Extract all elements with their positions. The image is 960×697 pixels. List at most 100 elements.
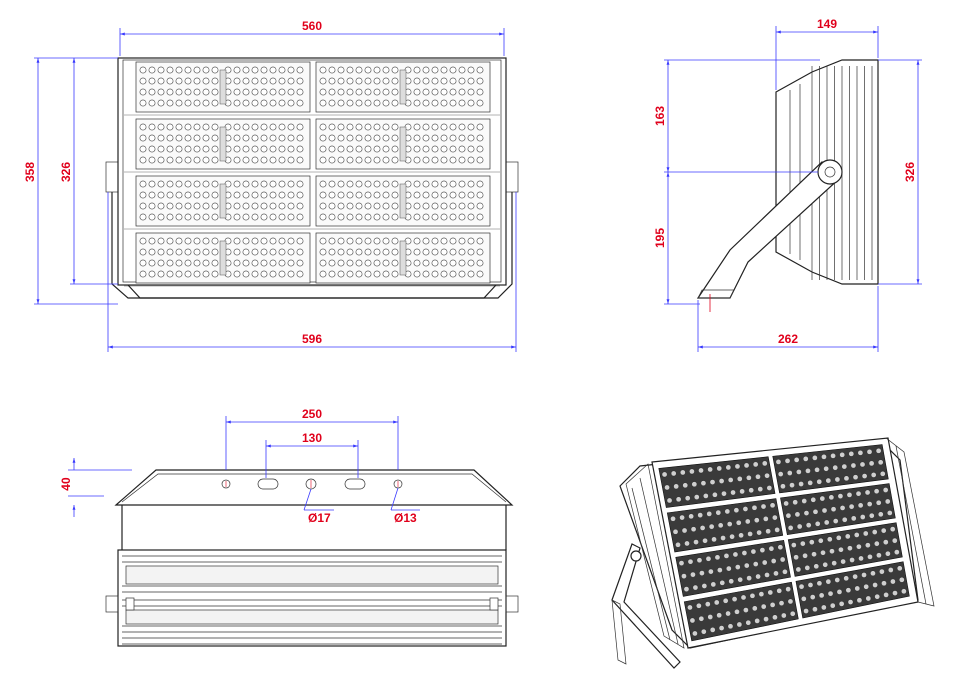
- led-dot: [440, 270, 448, 278]
- iso-led-dot: [700, 480, 707, 486]
- led-dot: [328, 134, 336, 142]
- led-dot: [364, 134, 372, 142]
- led-dot: [337, 134, 345, 142]
- iso-led-dot: [698, 615, 705, 622]
- led-dot: [391, 180, 399, 188]
- led-dot: [202, 145, 210, 153]
- iso-led-dot: [862, 530, 869, 537]
- iso-led-dot: [719, 580, 726, 586]
- led-dot: [278, 145, 286, 153]
- iso-led-dot: [811, 551, 817, 558]
- led-dot: [184, 270, 192, 278]
- led-dot: [202, 213, 210, 221]
- iso-led-dot: [752, 561, 759, 567]
- led-dot: [251, 270, 259, 278]
- led-dot: [328, 99, 336, 107]
- led-dot: [337, 77, 345, 85]
- led-dot: [287, 213, 295, 221]
- led-dot: [458, 180, 466, 188]
- led-dot: [431, 88, 439, 96]
- iso-led-dot: [859, 514, 866, 520]
- led-dot: [242, 213, 250, 221]
- led-dot: [193, 202, 201, 210]
- led-dot: [467, 77, 475, 85]
- led-dot: [296, 248, 304, 256]
- iso-led-dot: [661, 471, 668, 478]
- iso-led-dot: [727, 623, 734, 630]
- led-dot: [166, 134, 174, 142]
- iso-led-dot: [750, 548, 757, 555]
- iso-led-dot: [812, 606, 818, 613]
- led-dot: [413, 66, 421, 74]
- led-dot: [211, 191, 219, 199]
- led-dot: [184, 66, 192, 74]
- led-dot: [148, 259, 156, 267]
- led-dot: [296, 145, 304, 153]
- iso-led-dot: [840, 558, 846, 565]
- led-dot: [391, 99, 399, 107]
- led-dot: [346, 213, 354, 221]
- iso-led-dot: [703, 493, 709, 499]
- led-dot: [269, 123, 277, 131]
- iso-led-dot: [702, 537, 708, 544]
- iso-led-dot: [812, 508, 819, 515]
- iso-led-dot: [793, 554, 799, 561]
- led-dot: [148, 145, 156, 153]
- led-dot: [148, 180, 156, 188]
- iso-led-dot: [772, 514, 778, 521]
- led-dot: [193, 237, 201, 245]
- led-dot: [148, 248, 156, 256]
- led-dot: [373, 213, 381, 221]
- led-dot: [328, 180, 336, 188]
- led-dot: [476, 202, 484, 210]
- led-dot: [211, 88, 219, 96]
- led-dot: [355, 191, 363, 199]
- iso-led-dot: [864, 489, 871, 496]
- iso-led-dot: [689, 468, 695, 475]
- led-dot: [193, 66, 201, 74]
- led-dot: [269, 270, 277, 278]
- led-dot: [422, 270, 430, 278]
- led-dot: [269, 88, 277, 96]
- led-dot: [278, 270, 286, 278]
- led-dot: [431, 66, 439, 74]
- iso-led-dot: [757, 486, 764, 492]
- led-dot: [202, 202, 210, 210]
- iso-led-dot: [763, 516, 769, 522]
- iso-led-dot: [770, 558, 777, 564]
- led-dot: [355, 99, 363, 107]
- iso-led-dot: [724, 508, 731, 515]
- led-dot: [440, 213, 448, 221]
- led-dot: [233, 88, 241, 96]
- led-dot: [193, 248, 201, 256]
- led-dot: [139, 134, 147, 142]
- iso-led-dot: [698, 467, 704, 474]
- iso-led-dot: [687, 558, 694, 565]
- led-dot: [269, 156, 277, 164]
- iso-led-dot: [890, 578, 896, 585]
- iso-led-dot: [795, 566, 802, 573]
- iso-led-dot: [715, 509, 722, 516]
- led-dot: [355, 180, 363, 188]
- led-dot: [166, 248, 174, 256]
- led-dot: [364, 248, 372, 256]
- led-dot: [260, 213, 268, 221]
- led-dot: [373, 156, 381, 164]
- iso-led-dot: [707, 614, 714, 620]
- led-dot: [337, 66, 345, 74]
- led-dot: [296, 88, 304, 96]
- led-dot: [251, 259, 259, 267]
- iso-led-dot: [856, 543, 862, 550]
- led-dot: [373, 77, 381, 85]
- led-dot: [233, 259, 241, 267]
- led-dot: [211, 77, 219, 85]
- led-dot: [242, 77, 250, 85]
- led-dot: [148, 77, 156, 85]
- iso-led-dot: [784, 458, 791, 464]
- iso-led-dot: [839, 505, 846, 511]
- iso-led-dot: [747, 531, 753, 537]
- led-dot: [364, 99, 372, 107]
- led-dot: [319, 123, 327, 131]
- led-dot: [296, 180, 304, 188]
- iso-led-module: [658, 456, 776, 508]
